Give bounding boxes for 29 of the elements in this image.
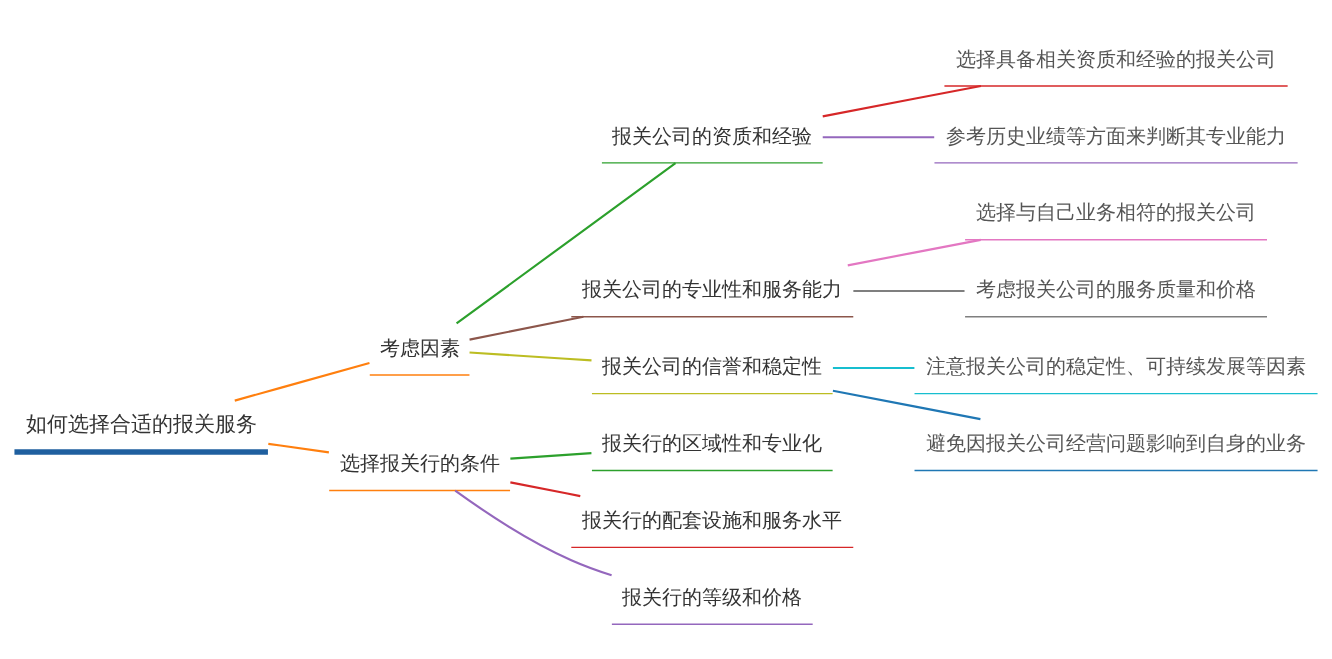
node-text: 报关行的等级和价格 [622, 585, 803, 608]
connector [234, 362, 370, 402]
connector [469, 315, 584, 341]
node-text: 选择具备相关资质和经验的报关公司 [956, 47, 1277, 71]
connector [832, 389, 981, 421]
node-text: 选择与自己业务相符的报关公司 [976, 201, 1257, 225]
node-text: 参考历史业绩等方面来判断其专业能力 [946, 124, 1287, 148]
connector [454, 489, 612, 577]
node-text: 报关行的配套设施和服务水平 [582, 509, 843, 532]
node-text: 考虑报关公司的服务质量和价格 [976, 278, 1257, 302]
connector [853, 290, 965, 293]
node-text: 避免因报关公司经营问题影响到自身的业务 [926, 432, 1307, 456]
node-text: 选择报关行的条件 [339, 452, 500, 475]
connector [847, 238, 981, 267]
node-text: 报关行的区域性和专业化 [602, 432, 823, 455]
node-text: 注意报关公司的稳定性、可持续发展等因素 [926, 355, 1307, 379]
connector [510, 452, 592, 460]
connector [455, 162, 677, 325]
connector [822, 84, 982, 118]
node-text: 考虑因素 [379, 336, 460, 359]
node-text: 报关公司的信誉和稳定性 [602, 355, 823, 378]
connector [832, 366, 915, 369]
connector [469, 351, 592, 362]
connector [268, 442, 330, 454]
node-text: 报关公司的资质和经验 [612, 124, 813, 147]
node-text: 如何选择合适的报关服务 [25, 412, 257, 437]
connector [510, 481, 581, 498]
node-text: 报关公司的专业性和服务能力 [582, 278, 843, 301]
connector [822, 136, 935, 139]
